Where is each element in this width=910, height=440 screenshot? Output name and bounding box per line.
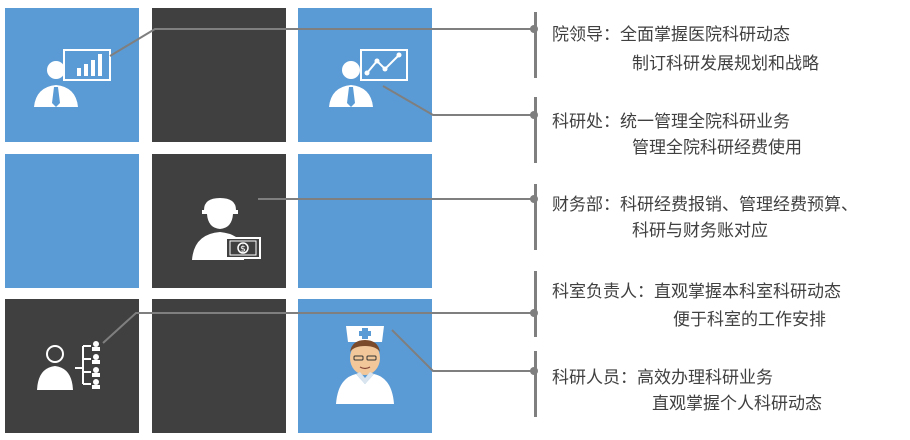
role-duty-1: 科研经费报销、管理经费预算、 [620,195,858,215]
role-duty-2: 科研与财务账对应 [632,221,768,241]
divider-bar [534,271,537,337]
role-finance: 财务部：科研经费报销、管理经费预算、 科研与财务账对应 [552,193,858,241]
role-duty-1: 全面掌握医院科研动态 [620,25,790,45]
divider-bar [534,97,537,163]
divider-bar [534,351,537,417]
role-duty-2: 管理全院科研经费使用 [632,138,802,158]
role-duty-2: 便于科室的工作安排 [673,310,826,330]
role-duty-1: 高效办理科研业务 [637,368,773,388]
role-research-office: 科研处：统一管理全院科研业务 管理全院科研经费使用 [552,110,802,158]
divider-bar [534,184,537,250]
role-duty-1: 统一管理全院科研业务 [620,112,790,132]
presenter-trend-icon [329,49,408,107]
role-title: 科研人员： [552,368,637,388]
role-department-head: 科室负责人：直观掌握本科室科研动态 便于科室的工作安排 [552,280,841,330]
role-title: 科研处： [552,112,620,132]
cashier-money-icon: $ [192,198,261,260]
tile-blue-2 [5,154,139,288]
role-duty-1: 直观掌握本科室科研动态 [654,282,841,302]
role-title: 财务部： [552,195,620,215]
role-title: 院领导： [552,25,620,45]
presenter-chart-icon [34,49,111,107]
svg-text:$: $ [240,245,246,255]
role-duty-2: 直观掌握个人科研动态 [652,394,822,414]
divider-bar [534,12,537,78]
role-title: 科室负责人： [552,282,654,302]
role-researcher: 科研人员：高效办理科研业务 直观掌握个人科研动态 [552,366,822,414]
tile-blue-3 [298,154,432,288]
manager-hierarchy-icon [37,341,100,390]
tile-dark-2 [152,299,286,433]
tile-dark-1 [152,8,286,142]
doctor-icon [336,326,394,404]
role-duty-2: 制订科研发展规划和战略 [632,54,819,74]
role-leadership: 院领导：全面掌握医院科研动态 制订科研发展规划和战略 [552,23,819,74]
